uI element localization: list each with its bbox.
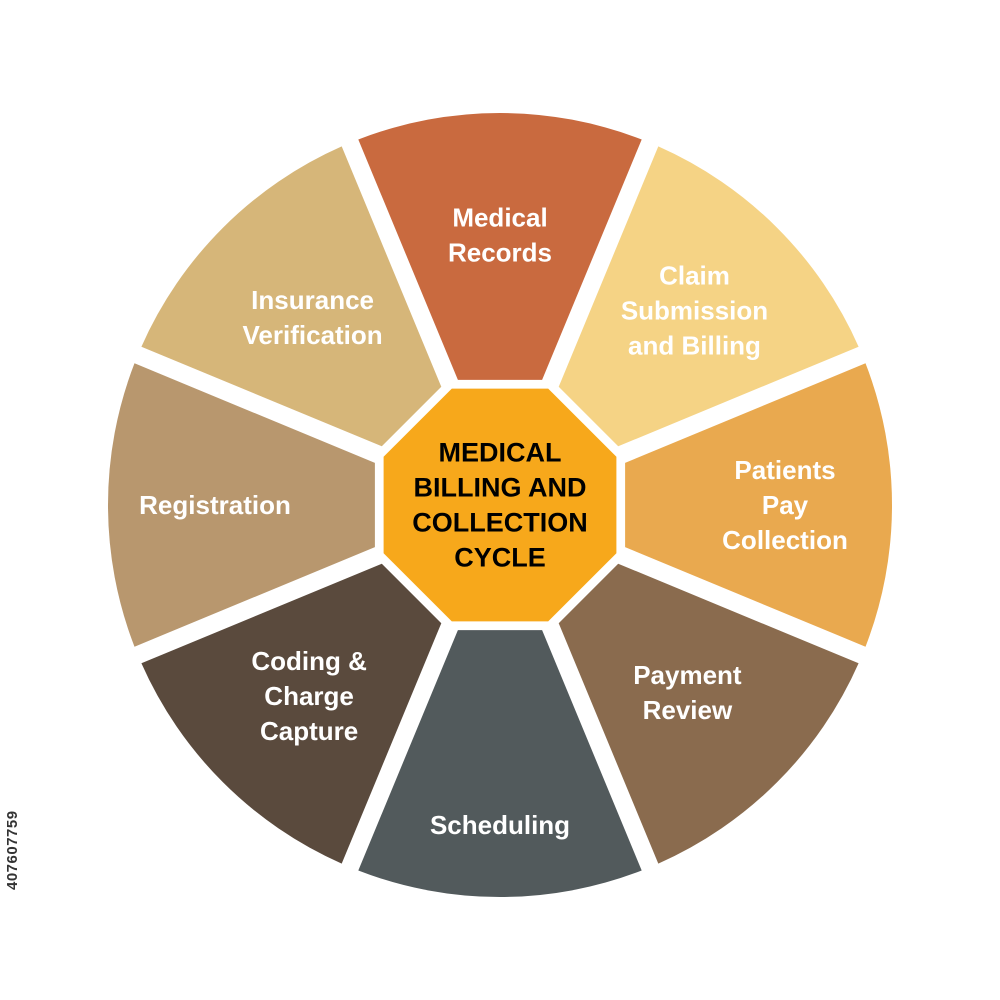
segment-claim-submission-and-billing (558, 146, 859, 447)
segment-registration (107, 363, 375, 647)
center-octagon (383, 388, 617, 622)
segment-coding-and-charge-capture (141, 563, 442, 864)
segment-label-scheduling: Scheduling (430, 810, 570, 840)
segment-insurance-verification (141, 146, 442, 447)
segment-label-registration: Registration (139, 490, 291, 520)
segment-payment-review (558, 563, 859, 864)
segment-medical-records (358, 112, 642, 380)
stock-id-text: 407607759 (4, 810, 21, 890)
segment-scheduling (358, 630, 642, 898)
segment-patients-pay-collection (625, 363, 893, 647)
